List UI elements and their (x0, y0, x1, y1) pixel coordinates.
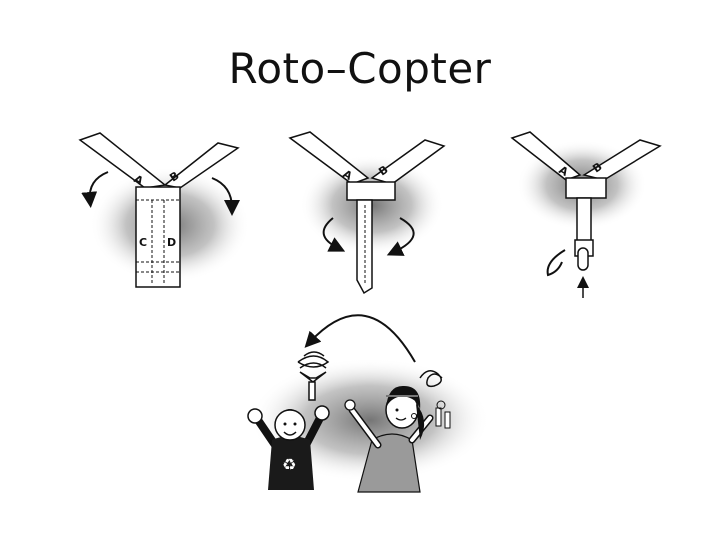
falling-copter-icon (297, 351, 330, 401)
spiral-lines (419, 370, 443, 388)
fold-arrow-right (211, 177, 240, 216)
blade-a (288, 131, 370, 185)
label-c: C (139, 236, 147, 249)
copter-hub-step3 (565, 177, 607, 199)
boy-shirt (268, 436, 314, 490)
girl-figure (344, 385, 451, 493)
copter-hub-step2 (346, 181, 396, 201)
label-d: D (167, 236, 176, 249)
fold-arrow-left (322, 217, 346, 252)
fold-arrow-left (81, 171, 109, 208)
step-3-diagram: A B (510, 131, 662, 298)
flight-arc (304, 314, 416, 363)
paper-clip (577, 247, 589, 271)
fold-arrow-left (546, 249, 566, 277)
step-2-diagram: A B (288, 131, 446, 295)
slide-title: Roto–Copter (228, 44, 492, 93)
girl-dress (357, 433, 421, 493)
boy-figure: ♻ (247, 405, 330, 490)
recycle-icon: ♻ (282, 455, 296, 474)
copter-body-step1 (135, 186, 181, 288)
fold-arrow-right (386, 217, 415, 256)
launch-scene: ♻ (247, 314, 490, 493)
step-1-diagram: A B C D (78, 132, 250, 288)
keys-icon (435, 400, 451, 429)
blade-a (510, 131, 582, 181)
